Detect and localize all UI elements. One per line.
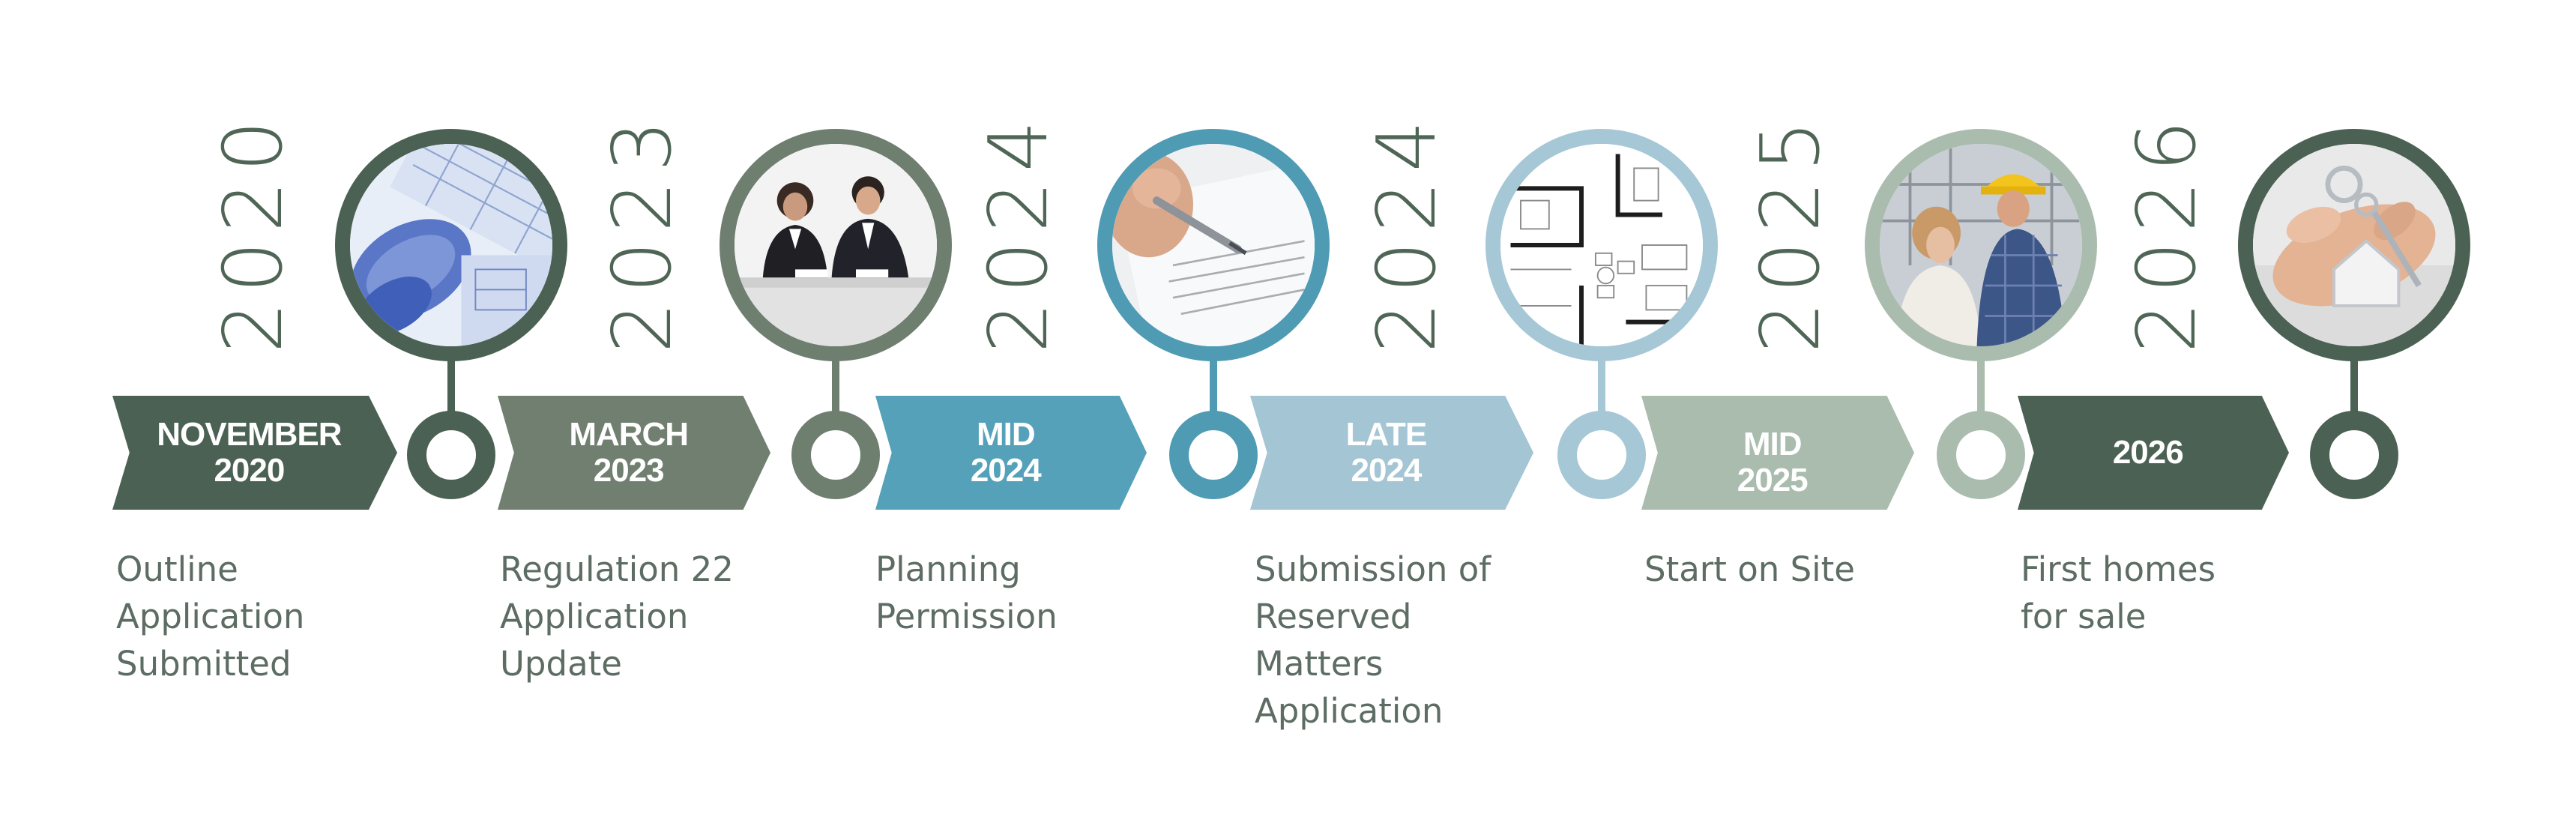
milestone-chevron: MID 2025	[1641, 396, 1914, 510]
business-meeting-image	[735, 144, 937, 346]
milestone-chevron: NOVEMBER 2020	[112, 396, 397, 510]
connector-stem	[1598, 358, 1605, 423]
milestone-photo-signing	[720, 129, 952, 361]
blueprints-image	[350, 144, 552, 346]
milestone-description: Submission of Reserved Matters Applicati…	[1255, 549, 1491, 731]
milestone-chevron: MID 2024	[875, 396, 1147, 510]
chevron-label: NOVEMBER 2020	[130, 396, 369, 510]
chevron-label-line1: 2026	[2112, 434, 2184, 471]
chevron-label-line1: LATE	[1345, 416, 1428, 453]
milestone-description: First homes for sale	[2021, 549, 2216, 636]
connector-stem	[1210, 358, 1217, 423]
chevron-label-line2: 2025	[1737, 462, 1809, 498]
milestone-description: Start on Site	[1644, 549, 1855, 589]
chevron-label: MID 2024	[892, 396, 1120, 510]
chevron-label-line1: MID	[976, 416, 1036, 453]
milestone-chevron: 2026	[2018, 396, 2289, 510]
chevron-label: 2026	[2034, 396, 2262, 510]
construction-site-image	[1880, 144, 2082, 346]
timeline-node	[1557, 411, 1646, 499]
year-label: 2026	[2120, 111, 2214, 354]
chevron-label-line1: MID	[1743, 426, 1803, 462]
chevron-label-line2: 2024	[1351, 452, 1422, 489]
timeline-node	[791, 411, 880, 499]
chevron-label-line1: NOVEMBER	[157, 416, 342, 453]
connector-stem	[832, 358, 839, 423]
signing-form-image	[1112, 144, 1315, 346]
timeline-node	[1937, 411, 2025, 499]
milestone-photo-pen	[1097, 129, 1330, 361]
connector-stem	[2350, 358, 2358, 423]
timeline-node	[1169, 411, 1258, 499]
chevron-label: MARCH 2023	[514, 396, 743, 510]
milestone-description: Planning Permission	[875, 549, 1058, 636]
chevron-label-line2: 2024	[970, 452, 1042, 489]
milestone-description: Regulation 22 Application Update	[500, 549, 734, 684]
milestone-chevron: MARCH 2023	[498, 396, 770, 510]
year-label: 2020	[207, 111, 301, 354]
chevron-label: LATE 2024	[1267, 396, 1506, 510]
milestone-photo-blueprints	[335, 129, 567, 361]
connector-stem	[447, 358, 455, 423]
milestone-photo-floorplan	[1485, 129, 1718, 361]
milestone-description: Outline Application Submitted	[116, 549, 305, 684]
chevron-label-line2: 2023	[593, 452, 665, 489]
year-label: 2023	[596, 111, 690, 354]
milestone-chevron: LATE 2024	[1250, 396, 1533, 510]
milestone-photo-keys	[2238, 129, 2470, 361]
connector-stem	[1977, 358, 1985, 423]
house-keys-image	[2253, 144, 2455, 346]
timeline-node	[2310, 411, 2398, 499]
chevron-label: MID 2025	[1658, 396, 1887, 510]
floor-plan-image	[1500, 144, 1703, 346]
chevron-label-line1: MARCH	[569, 416, 689, 453]
chevron-label-line2: 2020	[214, 452, 285, 489]
timeline-node	[407, 411, 495, 499]
year-label: 2024	[972, 111, 1066, 354]
milestone-photo-construction	[1865, 129, 2097, 361]
year-label: 2025	[1744, 111, 1838, 354]
year-label: 2024	[1360, 111, 1454, 354]
